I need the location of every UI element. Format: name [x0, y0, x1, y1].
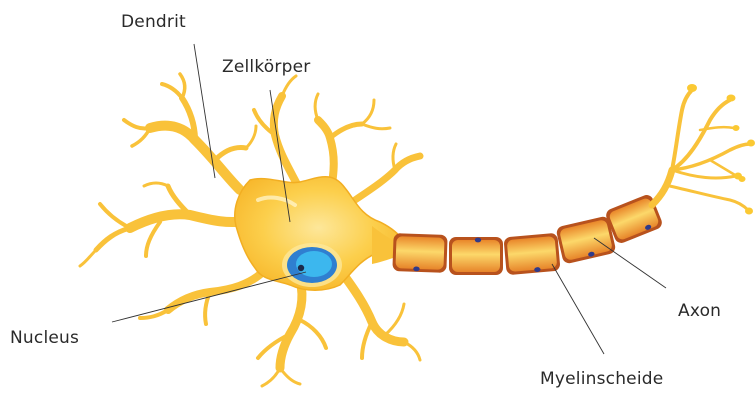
label-axon: Axon	[678, 301, 721, 321]
myelin-sheath	[392, 193, 664, 275]
axon-terminals	[652, 90, 750, 210]
label-dendrit: Dendrit	[121, 12, 186, 32]
label-zellkoerper: Zellkörper	[222, 57, 310, 77]
nucleus	[282, 243, 342, 287]
leader-line-dendrit	[194, 44, 215, 178]
leader-line-myelinscheide	[552, 264, 604, 354]
label-nucleus: Nucleus	[10, 328, 79, 348]
leader-line-nucleus	[112, 272, 306, 322]
leader-lines	[112, 44, 666, 354]
nucleolus	[298, 265, 304, 271]
leader-line-axon	[594, 238, 666, 288]
label-myelinscheide: Myelinscheide	[540, 369, 663, 389]
